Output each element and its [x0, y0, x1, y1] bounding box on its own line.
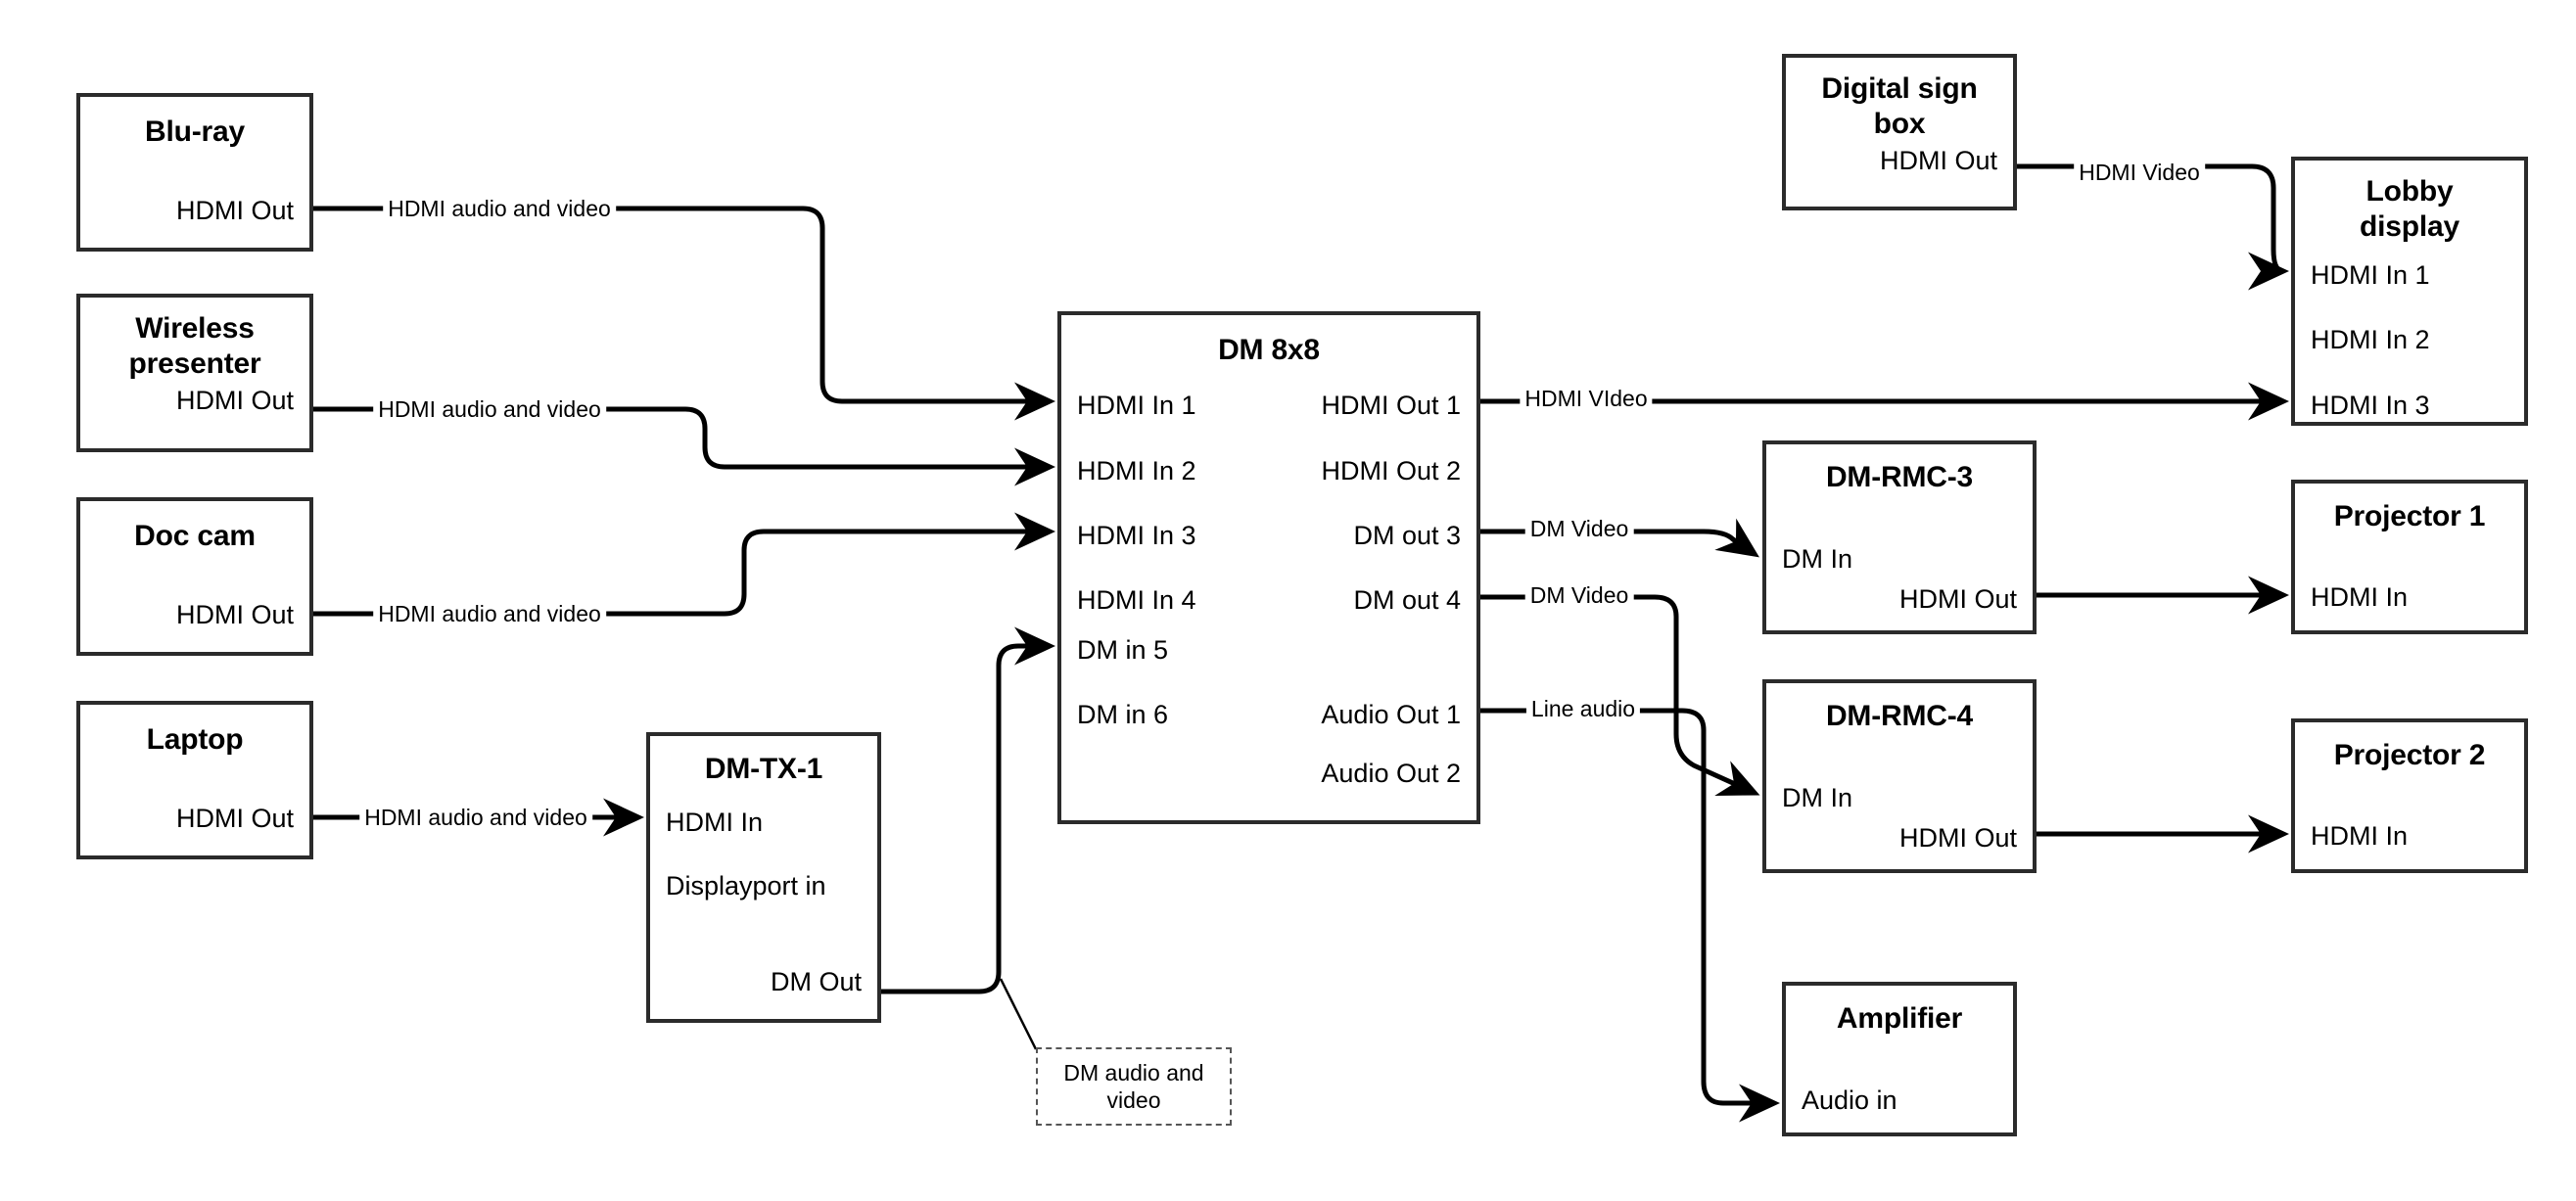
node-lobby-display-port-hdmi-in-3[interactable]: HDMI In 3 — [2311, 391, 2430, 420]
wire-label-digitalsign-to-lobby: HDMI Video — [2074, 160, 2205, 185]
node-lobby-display-port-hdmi-in-1[interactable]: HDMI In 1 — [2311, 260, 2430, 290]
wire-label-laptop-to-dmtx1: HDMI audio and video — [359, 805, 592, 830]
wire-bluray-to-dm8x8 — [313, 206, 1056, 421]
wire-label-doccam-to-dm8x8: HDMI audio and video — [373, 601, 606, 626]
node-dm-8x8-output-1[interactable]: HDMI Out 1 — [1321, 391, 1461, 420]
node-dm-tx-1-port-displayport-in[interactable]: Displayport in — [666, 871, 826, 901]
node-dm-rmc-4-port-hdmi-out[interactable]: HDMI Out — [1898, 823, 2017, 853]
wire-dmtx1-to-dm8x8 — [881, 626, 1056, 994]
node-bluray-port-hdmi-out[interactable]: HDMI Out — [175, 196, 294, 225]
wire-label-dm8x8-dmout4: DM Video — [1524, 582, 1634, 608]
node-projector-2-title: Projector 2 — [2333, 739, 2486, 771]
node-dm-8x8-output-3[interactable]: DM out 3 — [1353, 521, 1461, 550]
wire-label-wireless-to-dm8x8: HDMI audio and video — [373, 396, 606, 422]
node-dm-rmc-3-port-dm-in[interactable]: DM In — [1782, 544, 1853, 574]
node-dm-rmc-4-port-dm-in[interactable]: DM In — [1782, 783, 1853, 812]
node-dm-tx-1-port-dm-out[interactable]: DM Out — [770, 967, 862, 996]
node-lobby-display-title-line1: Lobby — [2365, 175, 2454, 208]
node-wireless-presenter-port-hdmi-out[interactable]: HDMI Out — [175, 386, 294, 415]
node-dm-rmc-3-title: DM-RMC-3 — [1825, 461, 1974, 493]
node-lobby-display-port-hdmi-in-2[interactable]: HDMI In 2 — [2311, 325, 2430, 354]
wire-label-dm8x8-audioout1: Line audio — [1525, 696, 1641, 721]
annotation-leader-line — [999, 978, 1038, 1050]
node-projector-1[interactable]: Projector 1 HDMI In — [2291, 480, 2528, 634]
node-doc-cam-port-hdmi-out[interactable]: HDMI Out — [175, 600, 294, 629]
node-dm-tx-1[interactable]: DM-TX-1 HDMI In Displayport in DM Out — [646, 732, 881, 1023]
wire-label-dm8x8-dmout3: DM Video — [1524, 516, 1634, 541]
node-wireless-presenter-title-line1: Wireless — [135, 312, 255, 345]
node-dm-tx-1-title: DM-TX-1 — [704, 753, 823, 785]
node-doc-cam[interactable]: Doc cam HDMI Out — [76, 497, 313, 656]
node-dm-8x8-input-1[interactable]: HDMI In 1 — [1077, 391, 1196, 420]
node-dm-8x8-output-5[interactable]: Audio Out 1 — [1321, 700, 1461, 729]
node-dm-8x8-output-4[interactable]: DM out 4 — [1353, 585, 1461, 615]
node-dm-rmc-4[interactable]: DM-RMC-4 DM In HDMI Out — [1762, 679, 2037, 873]
node-amplifier-title: Amplifier — [1836, 1002, 1963, 1035]
node-amplifier-port-audio-in[interactable]: Audio in — [1802, 1086, 1897, 1115]
node-dm-8x8-input-3[interactable]: HDMI In 3 — [1077, 521, 1196, 550]
node-dm-rmc-4-title: DM-RMC-4 — [1825, 700, 1974, 732]
node-dm-8x8-input-2[interactable]: HDMI In 2 — [1077, 456, 1196, 485]
node-lobby-display[interactable]: Lobby display HDMI In 1 HDMI In 2 HDMI I… — [2291, 157, 2528, 426]
node-lobby-display-title-line2: display — [2360, 210, 2459, 243]
node-digital-sign-box[interactable]: Digital sign box HDMI Out — [1782, 54, 2017, 210]
node-digital-sign-box-port-hdmi-out[interactable]: HDMI Out — [1879, 146, 1997, 175]
node-dm-8x8-output-2[interactable]: HDMI Out 2 — [1321, 456, 1461, 485]
node-dm-rmc-3[interactable]: DM-RMC-3 DM In HDMI Out — [1762, 440, 2037, 634]
wire-label-bluray-to-dm8x8: HDMI audio and video — [383, 196, 616, 221]
node-dm-8x8[interactable]: DM 8x8 HDMI In 1 HDMI In 2 HDMI In 3 HDM… — [1057, 311, 1480, 824]
node-dm-8x8-output-6[interactable]: Audio Out 2 — [1321, 759, 1461, 788]
node-projector-2[interactable]: Projector 2 HDMI In — [2291, 718, 2528, 873]
wire-label-dm8x8-hdmiout1: HDMI VIdeo — [1520, 386, 1653, 411]
node-bluray[interactable]: Blu-ray HDMI Out — [76, 93, 313, 252]
node-dm-8x8-input-6[interactable]: DM in 6 — [1077, 700, 1169, 729]
node-laptop-port-hdmi-out[interactable]: HDMI Out — [175, 804, 294, 833]
node-laptop[interactable]: Laptop HDMI Out — [76, 701, 313, 859]
annotation-text: DM audio and video — [1063, 1060, 1204, 1113]
node-bluray-title: Blu-ray — [145, 115, 245, 148]
node-dm-rmc-3-port-hdmi-out[interactable]: HDMI Out — [1898, 584, 2017, 614]
node-projector-1-port-hdmi-in[interactable]: HDMI In — [2311, 582, 2409, 612]
node-dm-8x8-input-5[interactable]: DM in 5 — [1077, 635, 1169, 665]
node-doc-cam-title: Doc cam — [134, 520, 256, 552]
node-digital-sign-box-title-line2: box — [1873, 108, 1926, 140]
node-laptop-title: Laptop — [146, 723, 244, 756]
node-projector-2-port-hdmi-in[interactable]: HDMI In — [2311, 821, 2409, 851]
node-wireless-presenter-title-line2: presenter — [128, 347, 261, 380]
wire-dm8x8-audioout1-to-amplifier — [1480, 708, 1781, 1123]
node-wireless-presenter[interactable]: Wireless presenter HDMI Out — [76, 294, 313, 452]
node-projector-1-title: Projector 1 — [2333, 500, 2486, 532]
node-dm-tx-1-port-hdmi-in[interactable]: HDMI In — [666, 808, 764, 837]
node-dm-8x8-title: DM 8x8 — [1218, 334, 1320, 366]
node-digital-sign-box-title-line1: Digital sign — [1821, 72, 1978, 105]
node-amplifier[interactable]: Amplifier Audio in — [1782, 982, 2017, 1136]
wire-dm8x8-dmout4-to-dmrmc4 — [1480, 594, 1760, 796]
annotation-dm-audio-video: DM audio and video — [1036, 1047, 1232, 1126]
node-dm-8x8-input-4[interactable]: HDMI In 4 — [1077, 585, 1196, 615]
